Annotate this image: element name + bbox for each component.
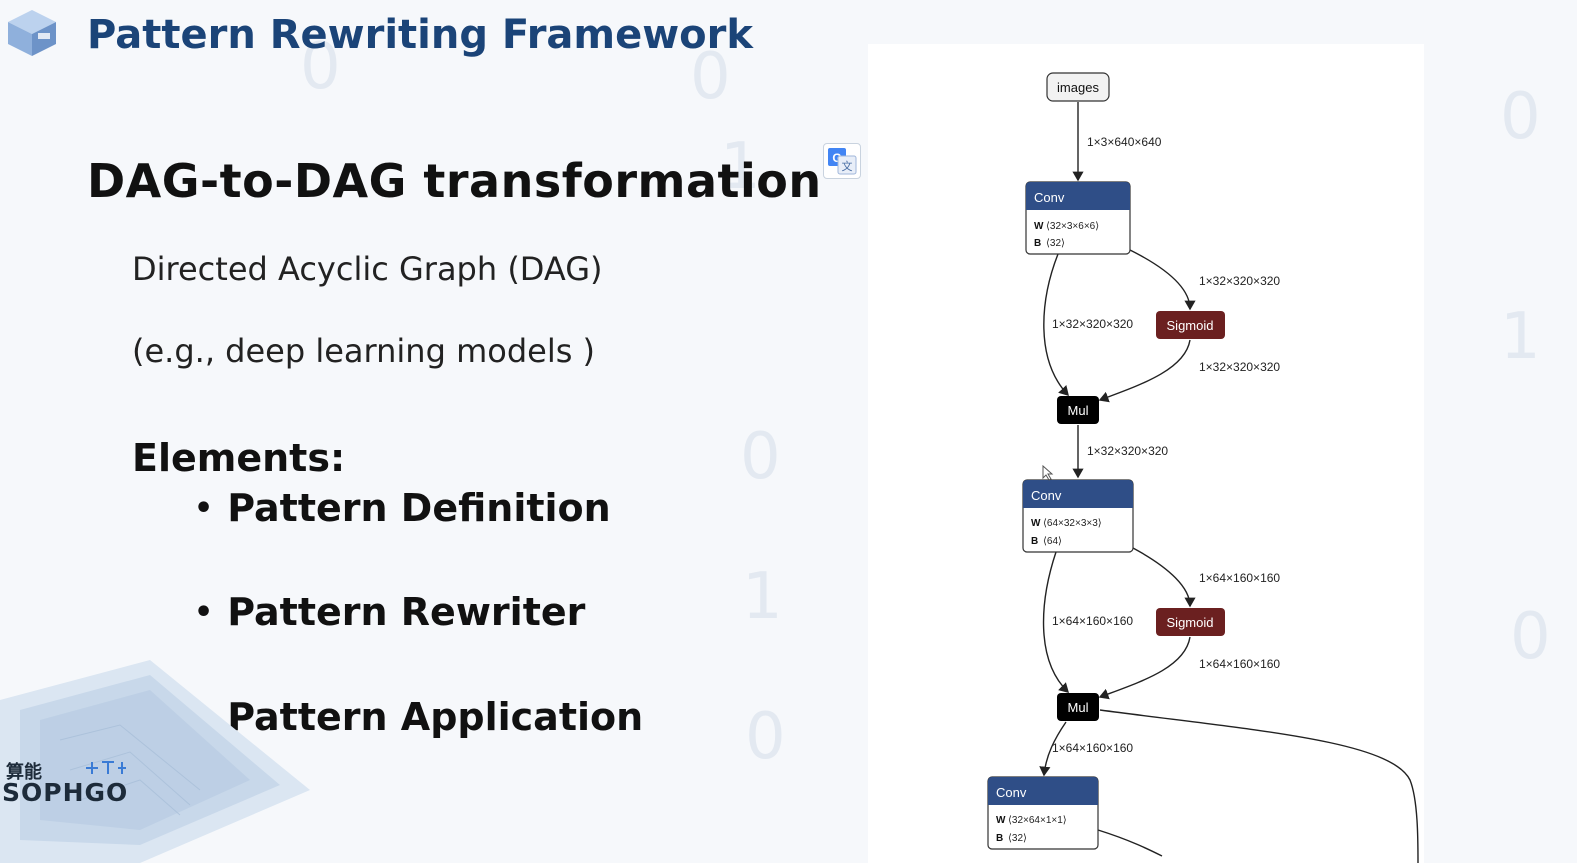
edge-mul2-offscreen: [1099, 709, 1419, 863]
bias-shape: ⟨32⟩: [1008, 833, 1027, 844]
dag-example: (e.g., deep learning models ): [132, 332, 596, 370]
edge-label: 1×64×160×160: [1199, 571, 1280, 585]
edge-label: 1×64×160×160: [1199, 657, 1280, 671]
bias-label: B: [1034, 238, 1041, 249]
svg-text:文: 文: [842, 159, 853, 173]
edge-label: 1×32×320×320: [1052, 317, 1133, 331]
company-cube-logo-icon: [8, 10, 56, 56]
node-sigmoid1: Sigmoid: [1156, 311, 1225, 339]
node-mul1: Mul: [1057, 396, 1099, 424]
edge-conv1-mul1: [1043, 253, 1069, 397]
mouse-cursor-icon: [1042, 465, 1054, 481]
chip-decoration-image: [0, 660, 310, 863]
edge-mul2-conv3: [1039, 721, 1067, 777]
edge-label: 1×32×320×320: [1199, 360, 1280, 374]
edge-label: 1×64×160×160: [1052, 741, 1133, 755]
bullet-label: Pattern Rewriter: [227, 590, 586, 634]
bias-label: B: [996, 833, 1003, 844]
edge-sigmoid2-mul2: [1098, 636, 1191, 700]
edge-conv2-sigmoid2: [1132, 547, 1196, 608]
section-heading: DAG-to-DAG transformation: [87, 154, 822, 208]
weight-label: W: [996, 815, 1006, 826]
edge-label: 1×32×320×320: [1199, 274, 1280, 288]
bias-shape: ⟨64⟩: [1043, 536, 1062, 547]
bias-label: B: [1031, 536, 1038, 547]
google-translate-icon[interactable]: G 文: [823, 143, 861, 179]
bullet-label: Pattern Definition: [227, 486, 611, 530]
node-title: Mul: [1068, 403, 1089, 418]
svg-text:G: G: [832, 151, 841, 165]
node-conv1: Conv W ⟨32×3×6×6⟩ B ⟨32⟩: [1025, 181, 1131, 255]
node-title: Conv: [996, 785, 1027, 800]
sophgo-circuit-icon: [86, 761, 126, 774]
weight-shape: ⟨32×64×1×1⟩: [1008, 815, 1067, 826]
elements-label: Elements:: [132, 436, 346, 480]
node-title: Sigmoid: [1167, 318, 1214, 333]
edge-sigmoid1-mul1: [1098, 339, 1191, 403]
dag-description: Directed Acyclic Graph (DAG): [132, 250, 603, 288]
bullet-pattern-application: •Pattern Application: [194, 695, 643, 739]
weight-shape: ⟨64×32×3×3⟩: [1043, 518, 1102, 529]
slide-title: Pattern Rewriting Framework: [87, 12, 753, 58]
edge-label: 1×64×160×160: [1052, 614, 1133, 628]
node-title: Sigmoid: [1167, 615, 1214, 630]
edge-conv1-sigmoid1: [1129, 249, 1196, 311]
bullet-pattern-rewriter: •Pattern Rewriter: [194, 590, 586, 634]
sophgo-chinese-name: 算能: [6, 762, 42, 783]
bullet-label: Pattern Application: [227, 695, 644, 739]
node-conv3: Conv W ⟨32×64×1×1⟩ B ⟨32⟩: [987, 776, 1099, 850]
node-title: Conv: [1031, 488, 1062, 503]
node-sigmoid2: Sigmoid: [1156, 608, 1225, 636]
bias-shape: ⟨32⟩: [1046, 238, 1065, 249]
weight-shape: ⟨32×3×6×6⟩: [1046, 221, 1099, 232]
bullet-pattern-definition: •Pattern Definition: [194, 486, 611, 530]
node-label: images: [1057, 80, 1099, 95]
edge-label: 1×3×640×640: [1087, 135, 1162, 149]
node-images: images: [1046, 72, 1110, 102]
node-conv2: Conv W ⟨64×32×3×3⟩ B ⟨64⟩: [1022, 479, 1134, 553]
node-title: Mul: [1068, 700, 1089, 715]
sophgo-logo-text: SOPHGO: [2, 778, 129, 807]
node-mul2: Mul: [1057, 693, 1099, 721]
weight-label: W: [1034, 221, 1044, 232]
node-title: Conv: [1034, 190, 1065, 205]
model-graph-panel: [868, 44, 1424, 863]
edge-label: 1×32×320×320: [1087, 444, 1168, 458]
edge-conv2-mul2: [1042, 551, 1070, 693]
edge-conv3-offscreen: [1097, 829, 1163, 857]
weight-label: W: [1031, 518, 1041, 529]
